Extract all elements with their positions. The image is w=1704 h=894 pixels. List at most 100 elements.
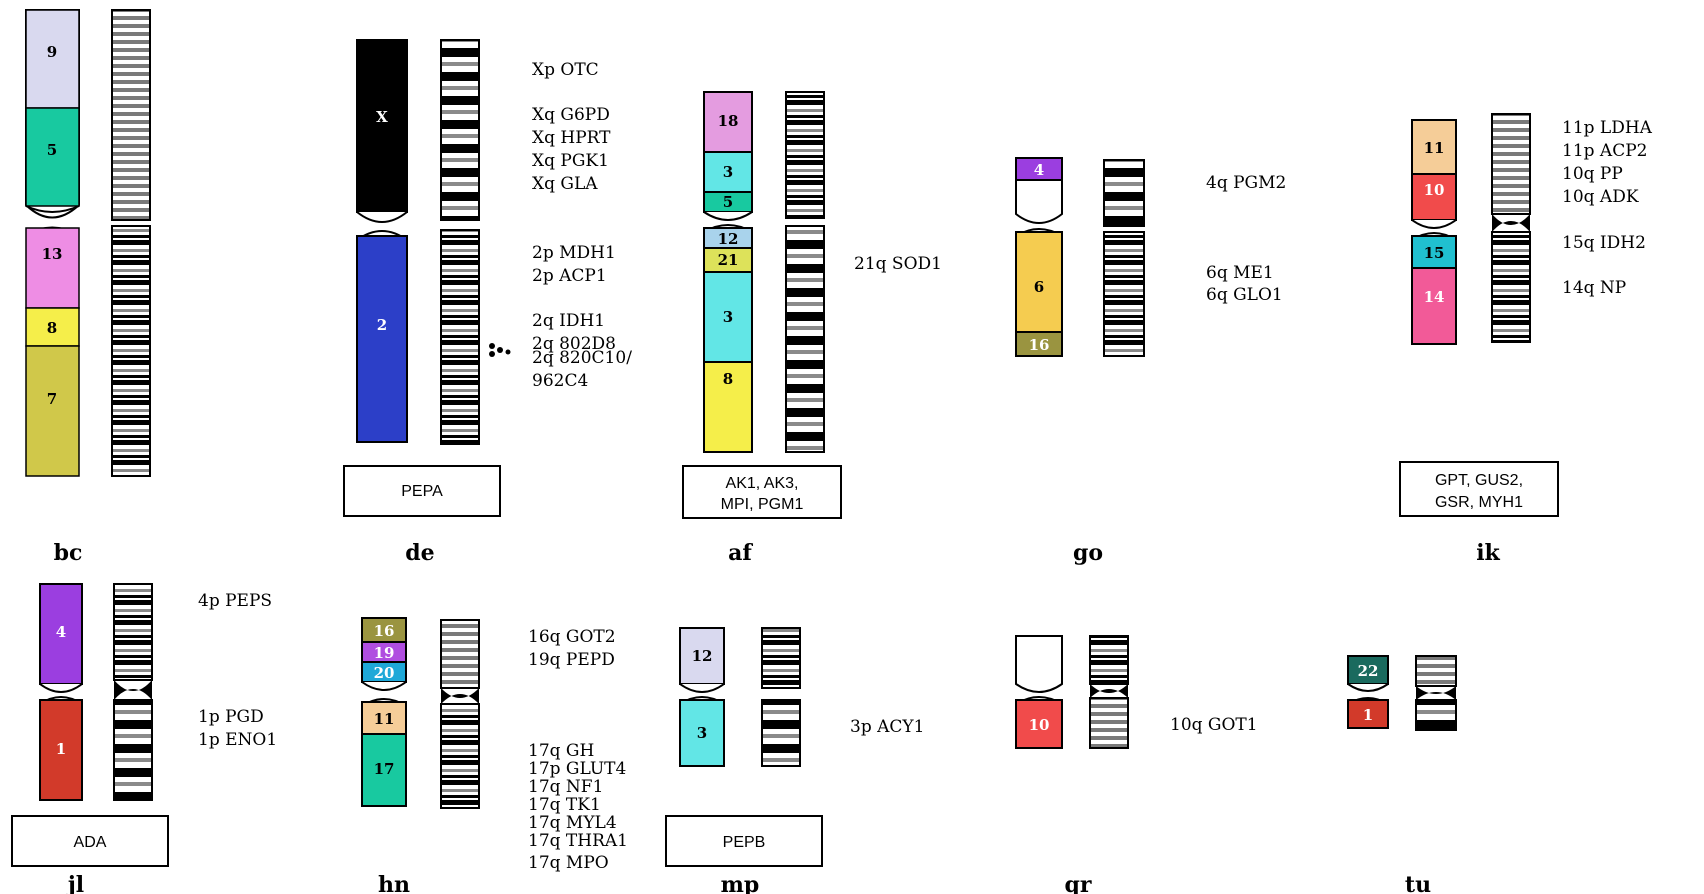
gene-label: 17q TK1: [528, 795, 601, 815]
gene-label: 10q ADK: [1562, 187, 1639, 207]
segment-label: 4: [56, 623, 66, 641]
gene-label: 6q ME1: [1206, 263, 1274, 283]
segment-label: 16: [374, 622, 395, 640]
gene-label: 15q IDH2: [1562, 233, 1646, 253]
segment-label: 15: [1424, 244, 1445, 262]
banded-chromosome-tu: [1415, 655, 1457, 731]
segment-label: 1: [56, 740, 66, 758]
gene-labels-de: Xp OTC Xq G6PD Xq HPRT Xq PGK1 Xq GLA 2p…: [532, 60, 632, 391]
enzyme-box-ik: GPT, GUS2, GSR, MYH1: [1399, 461, 1559, 517]
gene-label: Xp OTC: [532, 60, 599, 80]
segment-label: 5: [47, 141, 57, 159]
enzyme-label: PEPA: [401, 483, 443, 500]
gene-label: 17q GH: [528, 741, 594, 761]
colored-chromosome-af: 18 3 5 12 21 3 8: [703, 91, 753, 453]
group-mp: 12 3 3p ACY1 PEPB mp: [665, 627, 924, 894]
gene-label: 11p ACP2: [1562, 141, 1647, 161]
gene-label: 10q PP: [1562, 164, 1623, 184]
colored-chromosome-ik: 11 10 15 14: [1411, 119, 1457, 345]
enzyme-label: AK1, AK3,: [726, 475, 799, 492]
segment-label: 10: [1424, 181, 1445, 199]
segment-label: 12: [692, 647, 713, 665]
gene-label: 962C4: [532, 371, 588, 391]
gene-label: 16q GOT2: [528, 627, 616, 647]
segment-label: 22: [1358, 662, 1379, 680]
gene-label: 1p PGD: [198, 707, 264, 727]
gene-label: 17q MYL4: [528, 813, 617, 833]
segment-label: X: [376, 108, 388, 126]
segment-label: 3: [723, 163, 733, 181]
gene-label: 2q IDH1: [532, 311, 605, 331]
colored-chromosome-de: X 2: [356, 39, 408, 443]
gene-label: 17p GLUT4: [528, 759, 626, 779]
colored-chromosome-bc: 9 5 13 8 7: [25, 9, 80, 477]
segment-7: [25, 345, 80, 477]
group-qr: 10 10q GOT1 qr: [1015, 635, 1258, 894]
group-label: ik: [1476, 540, 1500, 566]
segment-X: [356, 39, 408, 213]
group-label: mp: [721, 872, 760, 894]
gene-label: Xq HPRT: [532, 128, 611, 148]
banded-chromosome-hn: [440, 619, 480, 809]
segment-label: 1: [1363, 706, 1373, 724]
banded-chromosome-de: [440, 39, 480, 445]
gene-label: Xq PGK1: [532, 151, 609, 171]
banded-chromosome-jl: [113, 583, 153, 801]
gene-label: 2q 802D8: [532, 334, 616, 354]
gene-label: 19q PEPD: [528, 650, 615, 670]
banded-chromosome-af: [785, 91, 825, 453]
gene-label: Xq G6PD: [532, 105, 610, 125]
segment-label: 2: [377, 316, 387, 334]
colored-chromosome-hn: 16 19 20 11 17: [361, 617, 407, 807]
gene-label: 17q MPO: [528, 853, 609, 873]
group-label: jl: [66, 872, 84, 894]
banded-chromosome-ik: [1491, 113, 1531, 343]
segment-label: 3: [697, 724, 707, 742]
segment-label: 4: [1034, 161, 1044, 179]
segment-label: 10: [1029, 716, 1050, 734]
enzyme-label: PEPB: [723, 834, 766, 851]
gene-label: 2q 820C10/: [532, 348, 632, 368]
group-bc: 9 5 13 8 7 bc: [25, 9, 151, 566]
colored-chromosome-mp: 12 3: [679, 627, 725, 767]
group-label: go: [1073, 540, 1103, 566]
gene-label: 2p MDH1: [532, 243, 616, 263]
colored-chromosome-tu: 22 1: [1347, 655, 1389, 729]
group-tu: 22 1 tu: [1347, 655, 1457, 894]
gene-label: 17q NF1: [528, 777, 603, 797]
group-ik: 11 10 15 14 11p LDHA 11p ACP2 10q PP 10q…: [1399, 113, 1653, 566]
segment-label: 12: [718, 230, 739, 248]
gene-label: 3p ACY1: [850, 717, 924, 737]
group-label: af: [728, 540, 753, 566]
segment-label: 6: [1034, 278, 1044, 296]
segment-2: [356, 235, 408, 443]
segment-label: 9: [47, 43, 57, 61]
group-de: X 2 Xp OTC Xq G6PD Xq HPRT Xq PGK1 Xq GL…: [343, 39, 632, 566]
group-hn: 16 19 20 11 17 16q GOT2 19q PEPD 17q GH …: [361, 617, 628, 894]
group-label: de: [405, 540, 434, 566]
gene-label: 21q SOD1: [854, 254, 942, 274]
segment-label: 13: [42, 245, 63, 263]
segment-label: 18: [718, 112, 739, 130]
segment-label: 19: [374, 644, 395, 662]
group-jl: 4 1 4p PEPS 1p PGD 1p ENO1 ADA jl: [11, 583, 277, 894]
marker-dots-icon: [489, 343, 511, 357]
enzyme-label: GPT, GUS2,: [1435, 472, 1523, 489]
gene-label: Xq GLA: [532, 174, 598, 194]
segment-label: 8: [723, 370, 733, 388]
group-label: tu: [1405, 872, 1431, 894]
banded-chromosome-go: [1103, 159, 1145, 357]
gene-label: 2p ACP1: [532, 266, 607, 286]
banded-chromosome-mp: [761, 627, 801, 767]
gene-label: 1p ENO1: [198, 730, 277, 750]
enzyme-box-mp: PEPB: [665, 815, 823, 867]
segment-label: 20: [374, 664, 395, 682]
segment-label: 11: [374, 710, 395, 728]
enzyme-box-jl: ADA: [11, 815, 169, 867]
gene-label: 10q GOT1: [1170, 715, 1258, 735]
colored-chromosome-go: 4 6 16: [1015, 157, 1063, 357]
enzyme-label: MPI, PGM1: [721, 496, 804, 513]
segment-13: [25, 227, 80, 309]
segment-label: 21: [718, 251, 739, 269]
